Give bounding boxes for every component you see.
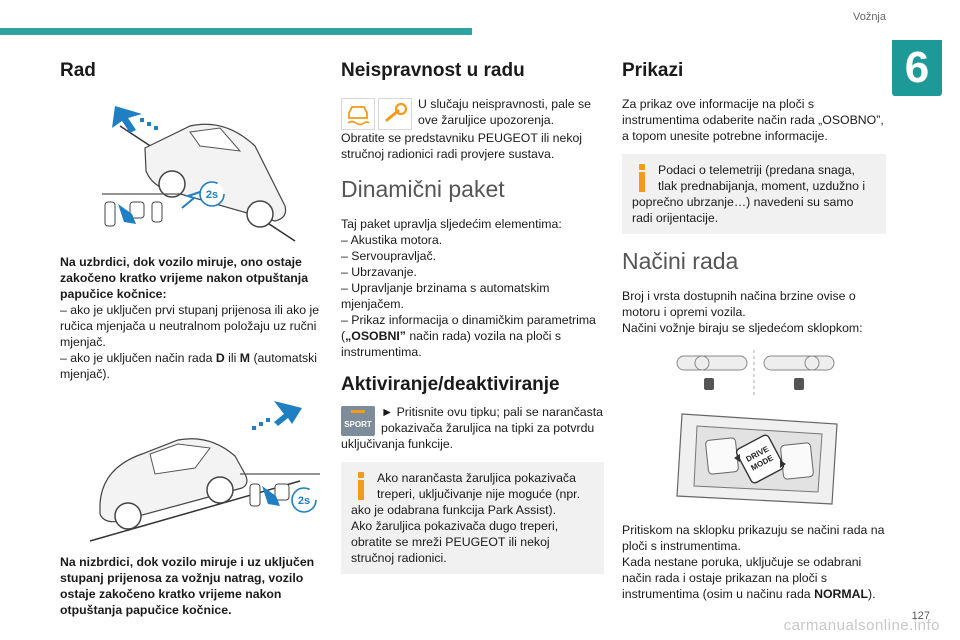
stability-warning-icon (341, 98, 375, 130)
downhill-car-figure: 2s (89, 401, 320, 542)
warning-lamps (341, 98, 412, 130)
modes-outro-1: Pritiskom na sklopku prikazuju se načini… (622, 523, 885, 553)
telemetry-note-text: Podaci o telemetriji (predana snaga, tla… (632, 163, 866, 225)
steering-wheel-figure (676, 350, 835, 396)
timer-2s-icon: 2s (291, 487, 317, 513)
dynamic-item: – Prikaz informacija o dinamičkim parame… (341, 313, 596, 359)
arrow-right-icon (780, 460, 786, 468)
dynamic-item: – Servoupravljač. (341, 249, 437, 263)
info-icon (351, 470, 373, 500)
watermark: carmanualsonline.info (783, 617, 940, 634)
note-text-1: Ako narančasta žaruljica pokazivača trep… (351, 471, 581, 517)
downhill-illustration: 2s (60, 396, 322, 546)
uphill-illustration: 2s (60, 96, 322, 246)
brake-pedals-icon (240, 473, 320, 507)
dynamic-item: – Upravljanje brzinama s automatskim mje… (341, 281, 550, 311)
dynamic-item: – Ubrzavanje. (341, 265, 417, 279)
brake-pedals-icon (102, 193, 180, 227)
dynamic-item: – Akustika motora. (341, 233, 443, 247)
malfunction-text-2: Obratite se predstavniku PEUGEOT ili nek… (341, 131, 583, 161)
uphill-caption: Na uzbrdici, dok vozilo miruje, ono osta… (60, 255, 309, 301)
drive-mode-switch-figure: DRIVE MODE (676, 413, 838, 505)
release-arrow-icon (181, 191, 201, 209)
note-text-2: Ako žaruljica pokazivača dugo treperi, o… (351, 519, 559, 565)
timer-2s-label: 2s (298, 495, 310, 507)
downhill-caption: Na nizbrdici, dok vozilo miruje i uz ukl… (60, 555, 315, 617)
modes-text-1: Broj i vrsta dostupnih načina brzine ovi… (622, 289, 856, 319)
uphill-item-1: – ako je uključen prvi stupanj prijenosa… (60, 303, 320, 349)
displays-intro: Za prikaz ove informacije na ploči s ins… (622, 97, 884, 143)
modes-text-2: Načini vožnje biraju se sljedećom sklopk… (622, 321, 863, 335)
header-accent-bar (0, 28, 472, 35)
section-name: Vožnja (852, 11, 886, 23)
activation-note: Ako narančasta žaruljica pokazivača trep… (341, 462, 604, 574)
steering-wheel-left-icon (676, 355, 748, 390)
malfunction-text-1: U slučaju neispravnosti, pale se ove žar… (418, 97, 591, 127)
downhill-direction-arrow-icon (252, 401, 302, 430)
uphill-item-2: – ako je uključen način rada D ili M (au… (60, 351, 318, 381)
arrow-left-icon (734, 454, 740, 462)
column-malfunction-dynamic: Neispravnost u radu U slučaju neispravno… (341, 60, 604, 584)
chapter-number: 6 (892, 40, 942, 96)
steering-wheel-right-icon (763, 355, 835, 390)
drive-mode-switch-illustration: DRIVE MODE (622, 404, 886, 514)
heading-activation: Aktiviranje/deaktiviranje (341, 374, 560, 395)
heading-malfunction: Neispravnost u radu (341, 60, 525, 81)
drive-mode-button-icon: DRIVE MODE (735, 434, 785, 484)
uphill-direction-arrow-icon (112, 106, 158, 133)
modes-outro-2: Kada nestane poruka, uključuje se odabra… (622, 555, 876, 601)
heading-rad: Rad (60, 60, 96, 81)
heading-dynamic-package: Dinamični paket (341, 176, 505, 202)
column-displays-modes: Prikazi Za prikaz ove informacije na plo… (622, 60, 886, 602)
steering-wheel-variants (622, 348, 886, 398)
heading-modes: Načini rada (622, 248, 739, 274)
wrench-warning-icon (378, 98, 412, 130)
uphill-car-figure: 2s (102, 106, 296, 242)
activation-text: ► Pritisnite ovu tipku; pali se narančas… (341, 405, 604, 451)
page-number: 127 (911, 610, 930, 622)
dynamic-intro: Taj paket upravlja sljedećim elementima: (341, 217, 562, 231)
info-icon (632, 162, 654, 192)
timer-2s-icon: 2s (199, 181, 225, 207)
telemetry-note: Podaci o telemetriji (predana snaga, tla… (622, 154, 886, 234)
column-operation: Rad 2s (60, 60, 322, 618)
timer-2s-label: 2s (206, 189, 218, 201)
sport-button-icon: SPORT (341, 406, 375, 436)
heading-displays: Prikazi (622, 60, 684, 81)
